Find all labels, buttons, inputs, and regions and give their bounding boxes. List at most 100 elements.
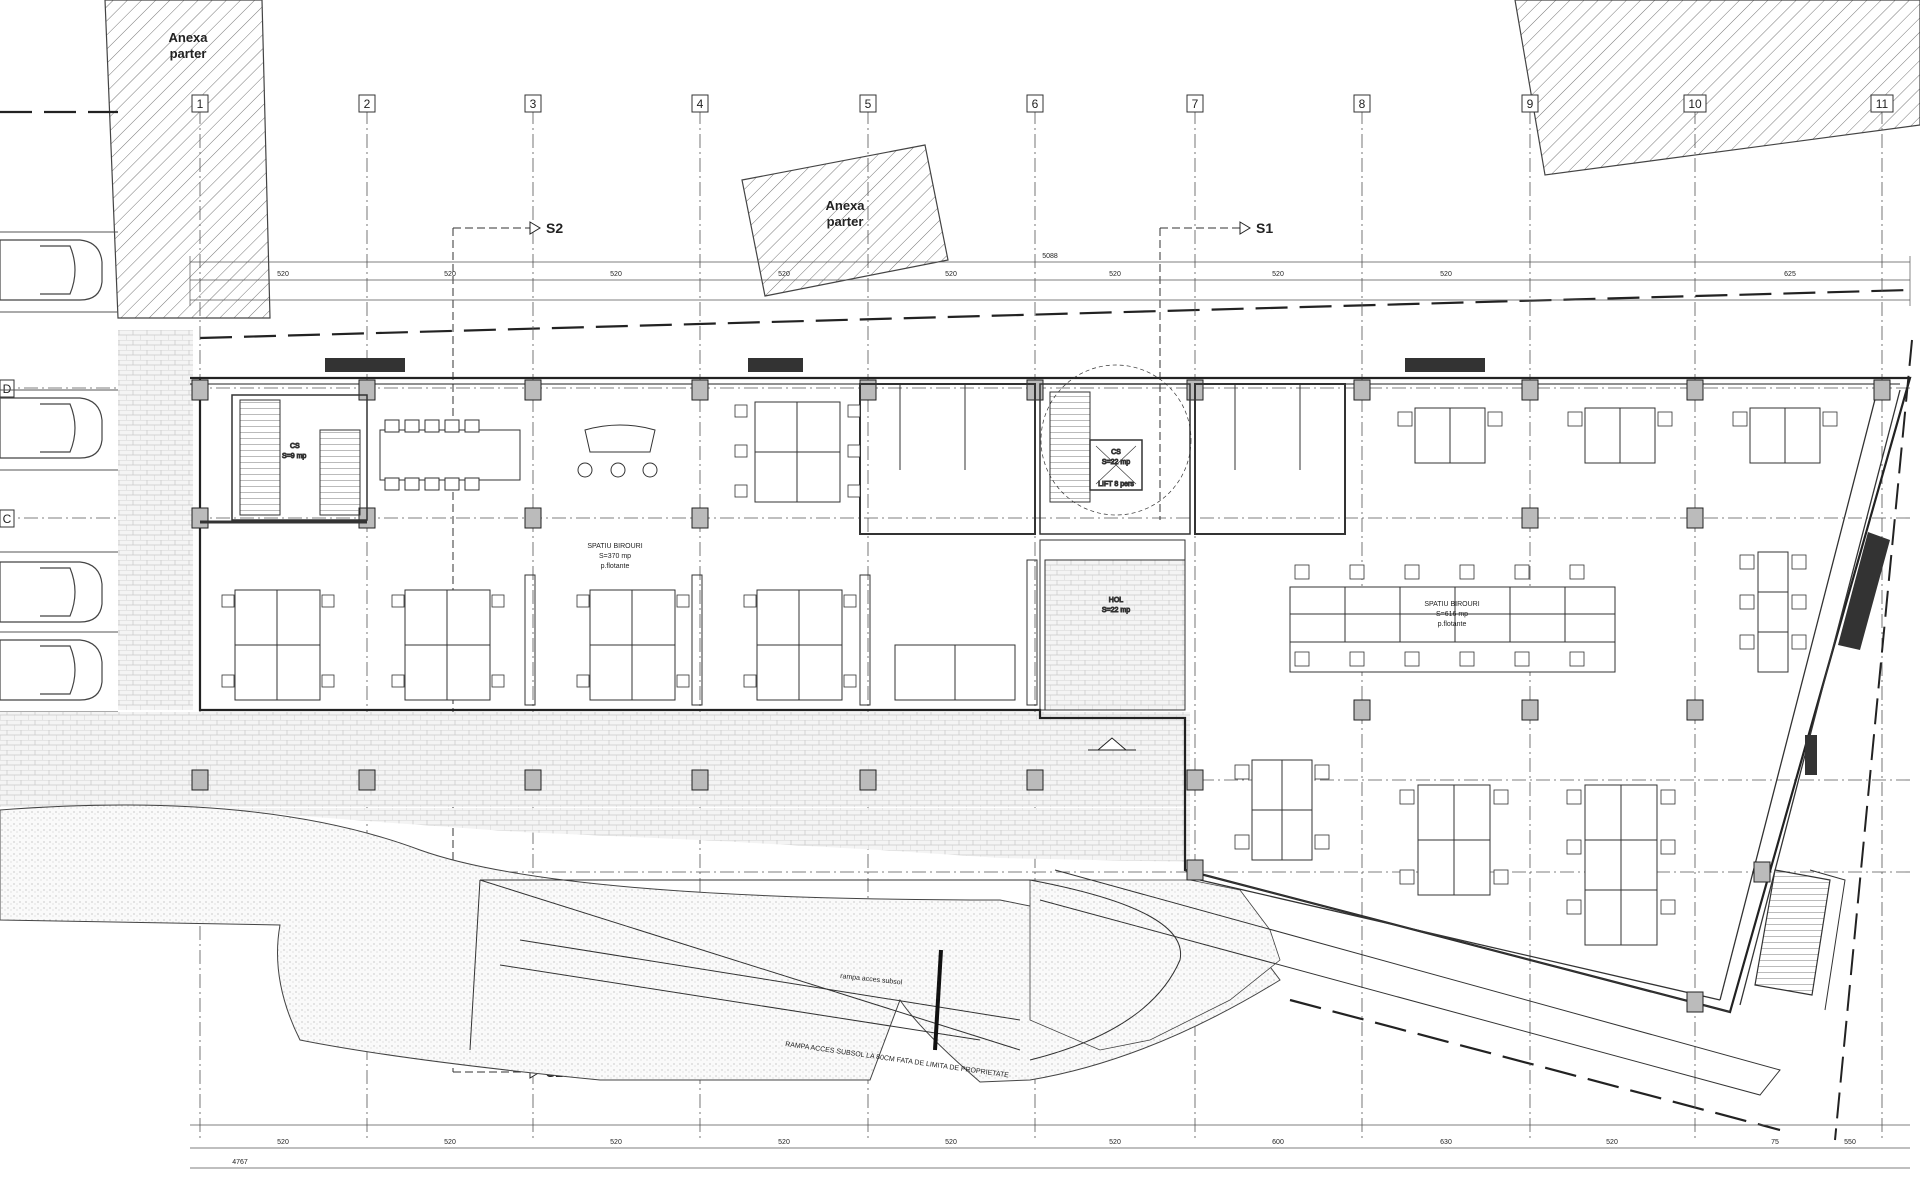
- svg-text:9: 9: [1527, 97, 1534, 111]
- ground-fill: [0, 804, 1281, 1083]
- desk-cluster-5: [756, 589, 843, 701]
- svg-text:D: D: [3, 382, 12, 396]
- desk-column-right: [1757, 551, 1789, 673]
- east-office-label: SPATIU BIROURI S=616 mp p.flotante: [1424, 601, 1479, 628]
- svg-text:520: 520: [444, 271, 456, 278]
- svg-text:520: 520: [1440, 271, 1452, 278]
- east-office-floor: p.flotante: [1438, 621, 1467, 628]
- desk-row-top-3: [1749, 407, 1821, 464]
- section-marker-s1: S1: [1239, 220, 1273, 236]
- svg-text:11: 11: [1876, 97, 1889, 111]
- west-office-furniture: [234, 401, 1016, 701]
- svg-text:520: 520: [778, 1139, 790, 1146]
- cs-room-area: S=9 mp: [282, 453, 306, 460]
- desk-row-top-1: [1414, 407, 1486, 464]
- svg-text:550: 550: [1844, 1139, 1856, 1146]
- annex-label-2: parter: [170, 46, 207, 61]
- svg-text:4: 4: [697, 97, 704, 111]
- svg-text:2: 2: [364, 97, 371, 111]
- desk-cluster-east-3: [1584, 784, 1658, 946]
- grid-tag-2: 2: [358, 94, 376, 113]
- long-desk-row: [1289, 586, 1616, 643]
- desk-cluster-3: [404, 589, 491, 701]
- svg-text:7: 7: [1192, 97, 1199, 111]
- west-office-partitions: [200, 520, 1186, 711]
- cs-core-name: CS: [1111, 449, 1121, 456]
- east-facade: [1184, 379, 1901, 1013]
- grid-tag-3: 3: [524, 94, 542, 113]
- meeting-table-1: [379, 419, 521, 491]
- svg-text:520: 520: [1109, 1139, 1121, 1146]
- car-1: [0, 239, 103, 301]
- annex-center: Anexa parter: [741, 144, 949, 297]
- top-dimension-values: 5088 520 520 520 520 520 520 520 520 625: [277, 253, 1796, 278]
- svg-text:5088: 5088: [1042, 253, 1058, 260]
- grid-tag-C: C: [0, 509, 15, 528]
- facade-vents: [325, 358, 1890, 775]
- east-stair: [1754, 869, 1846, 1011]
- svg-text:520: 520: [1272, 271, 1284, 278]
- chairs: [221, 404, 1838, 915]
- west-office-floor: p.flotante: [601, 563, 630, 570]
- annex-label-3: Anexa: [825, 198, 865, 213]
- svg-text:520: 520: [610, 271, 622, 278]
- bottom-dimension-values: 520 520 520 520 520 520 600 630 520 75 5…: [232, 1139, 1856, 1166]
- grid-tag-7: 7: [1186, 94, 1204, 113]
- svg-text:630: 630: [1440, 1139, 1452, 1146]
- east-office-furniture: [1251, 407, 1821, 946]
- east-boundary: [1834, 339, 1913, 1141]
- desk-cluster-1: [754, 401, 841, 503]
- svg-text:520: 520: [610, 1139, 622, 1146]
- east-office-area: S=616 mp: [1436, 611, 1468, 618]
- lift-label: LIFT 8 pers: [1098, 481, 1134, 488]
- grid-tag-5: 5: [859, 94, 877, 113]
- svg-text:520: 520: [945, 271, 957, 278]
- grid-tag-10: 10: [1683, 94, 1707, 113]
- grid-tag-8: 8: [1353, 94, 1371, 113]
- central-core: CS S=22 mp LIFT 8 pers HOL S=22 mp: [859, 364, 1346, 711]
- grid-tag-6: 6: [1026, 94, 1044, 113]
- svg-text:S2: S2: [546, 220, 563, 236]
- top-dimension-chain: [189, 256, 1911, 306]
- desk-cluster-east-2: [1417, 784, 1491, 896]
- grid-column-tags: 1 2 3 4 5 6 7 8 9 10 11: [191, 94, 1894, 113]
- cs-core-area: S=22 mp: [1102, 459, 1130, 466]
- hol-label: HOL: [1109, 597, 1124, 604]
- svg-text:10: 10: [1688, 97, 1702, 111]
- long-desk-row-back: [1289, 641, 1616, 673]
- entrance-marker: [1088, 737, 1136, 751]
- svg-text:600: 600: [1272, 1139, 1284, 1146]
- grid-tag-4: 4: [691, 94, 709, 113]
- bottom-dimension-chain: [190, 1124, 1910, 1169]
- svg-text:8: 8: [1359, 97, 1366, 111]
- desk-cluster-east-1: [1251, 759, 1313, 861]
- paved-walkway: [0, 330, 1190, 862]
- svg-text:6: 6: [1032, 97, 1039, 111]
- basement-ramp: [469, 869, 1781, 1096]
- parking-cars: [0, 239, 103, 701]
- svg-text:520: 520: [277, 1139, 289, 1146]
- grid-tag-1: 1: [191, 94, 209, 113]
- svg-text:5: 5: [865, 97, 872, 111]
- reception-desk: [577, 424, 658, 478]
- svg-text:75: 75: [1771, 1139, 1779, 1146]
- svg-text:3: 3: [530, 97, 537, 111]
- west-office-name: SPATIU BIROURI: [587, 543, 642, 550]
- grid-tag-11: 11: [1870, 94, 1894, 113]
- structural-columns: [191, 379, 1891, 1013]
- desk-cluster-4: [589, 589, 676, 701]
- hol-area: S=22 mp: [1102, 607, 1130, 614]
- svg-text:520: 520: [444, 1139, 456, 1146]
- car-3: [0, 561, 103, 623]
- svg-text:520: 520: [1109, 271, 1121, 278]
- grid-tag-9: 9: [1521, 94, 1539, 113]
- desk-row-top-2: [1584, 407, 1656, 464]
- svg-text:520: 520: [945, 1139, 957, 1146]
- grid-tag-D: D: [0, 379, 15, 398]
- desk-cluster-6: [894, 644, 1016, 701]
- svg-text:520: 520: [778, 271, 790, 278]
- svg-text:S1: S1: [1256, 220, 1273, 236]
- property-boundary: [0, 110, 1911, 1132]
- svg-text:4767: 4767: [232, 1159, 248, 1166]
